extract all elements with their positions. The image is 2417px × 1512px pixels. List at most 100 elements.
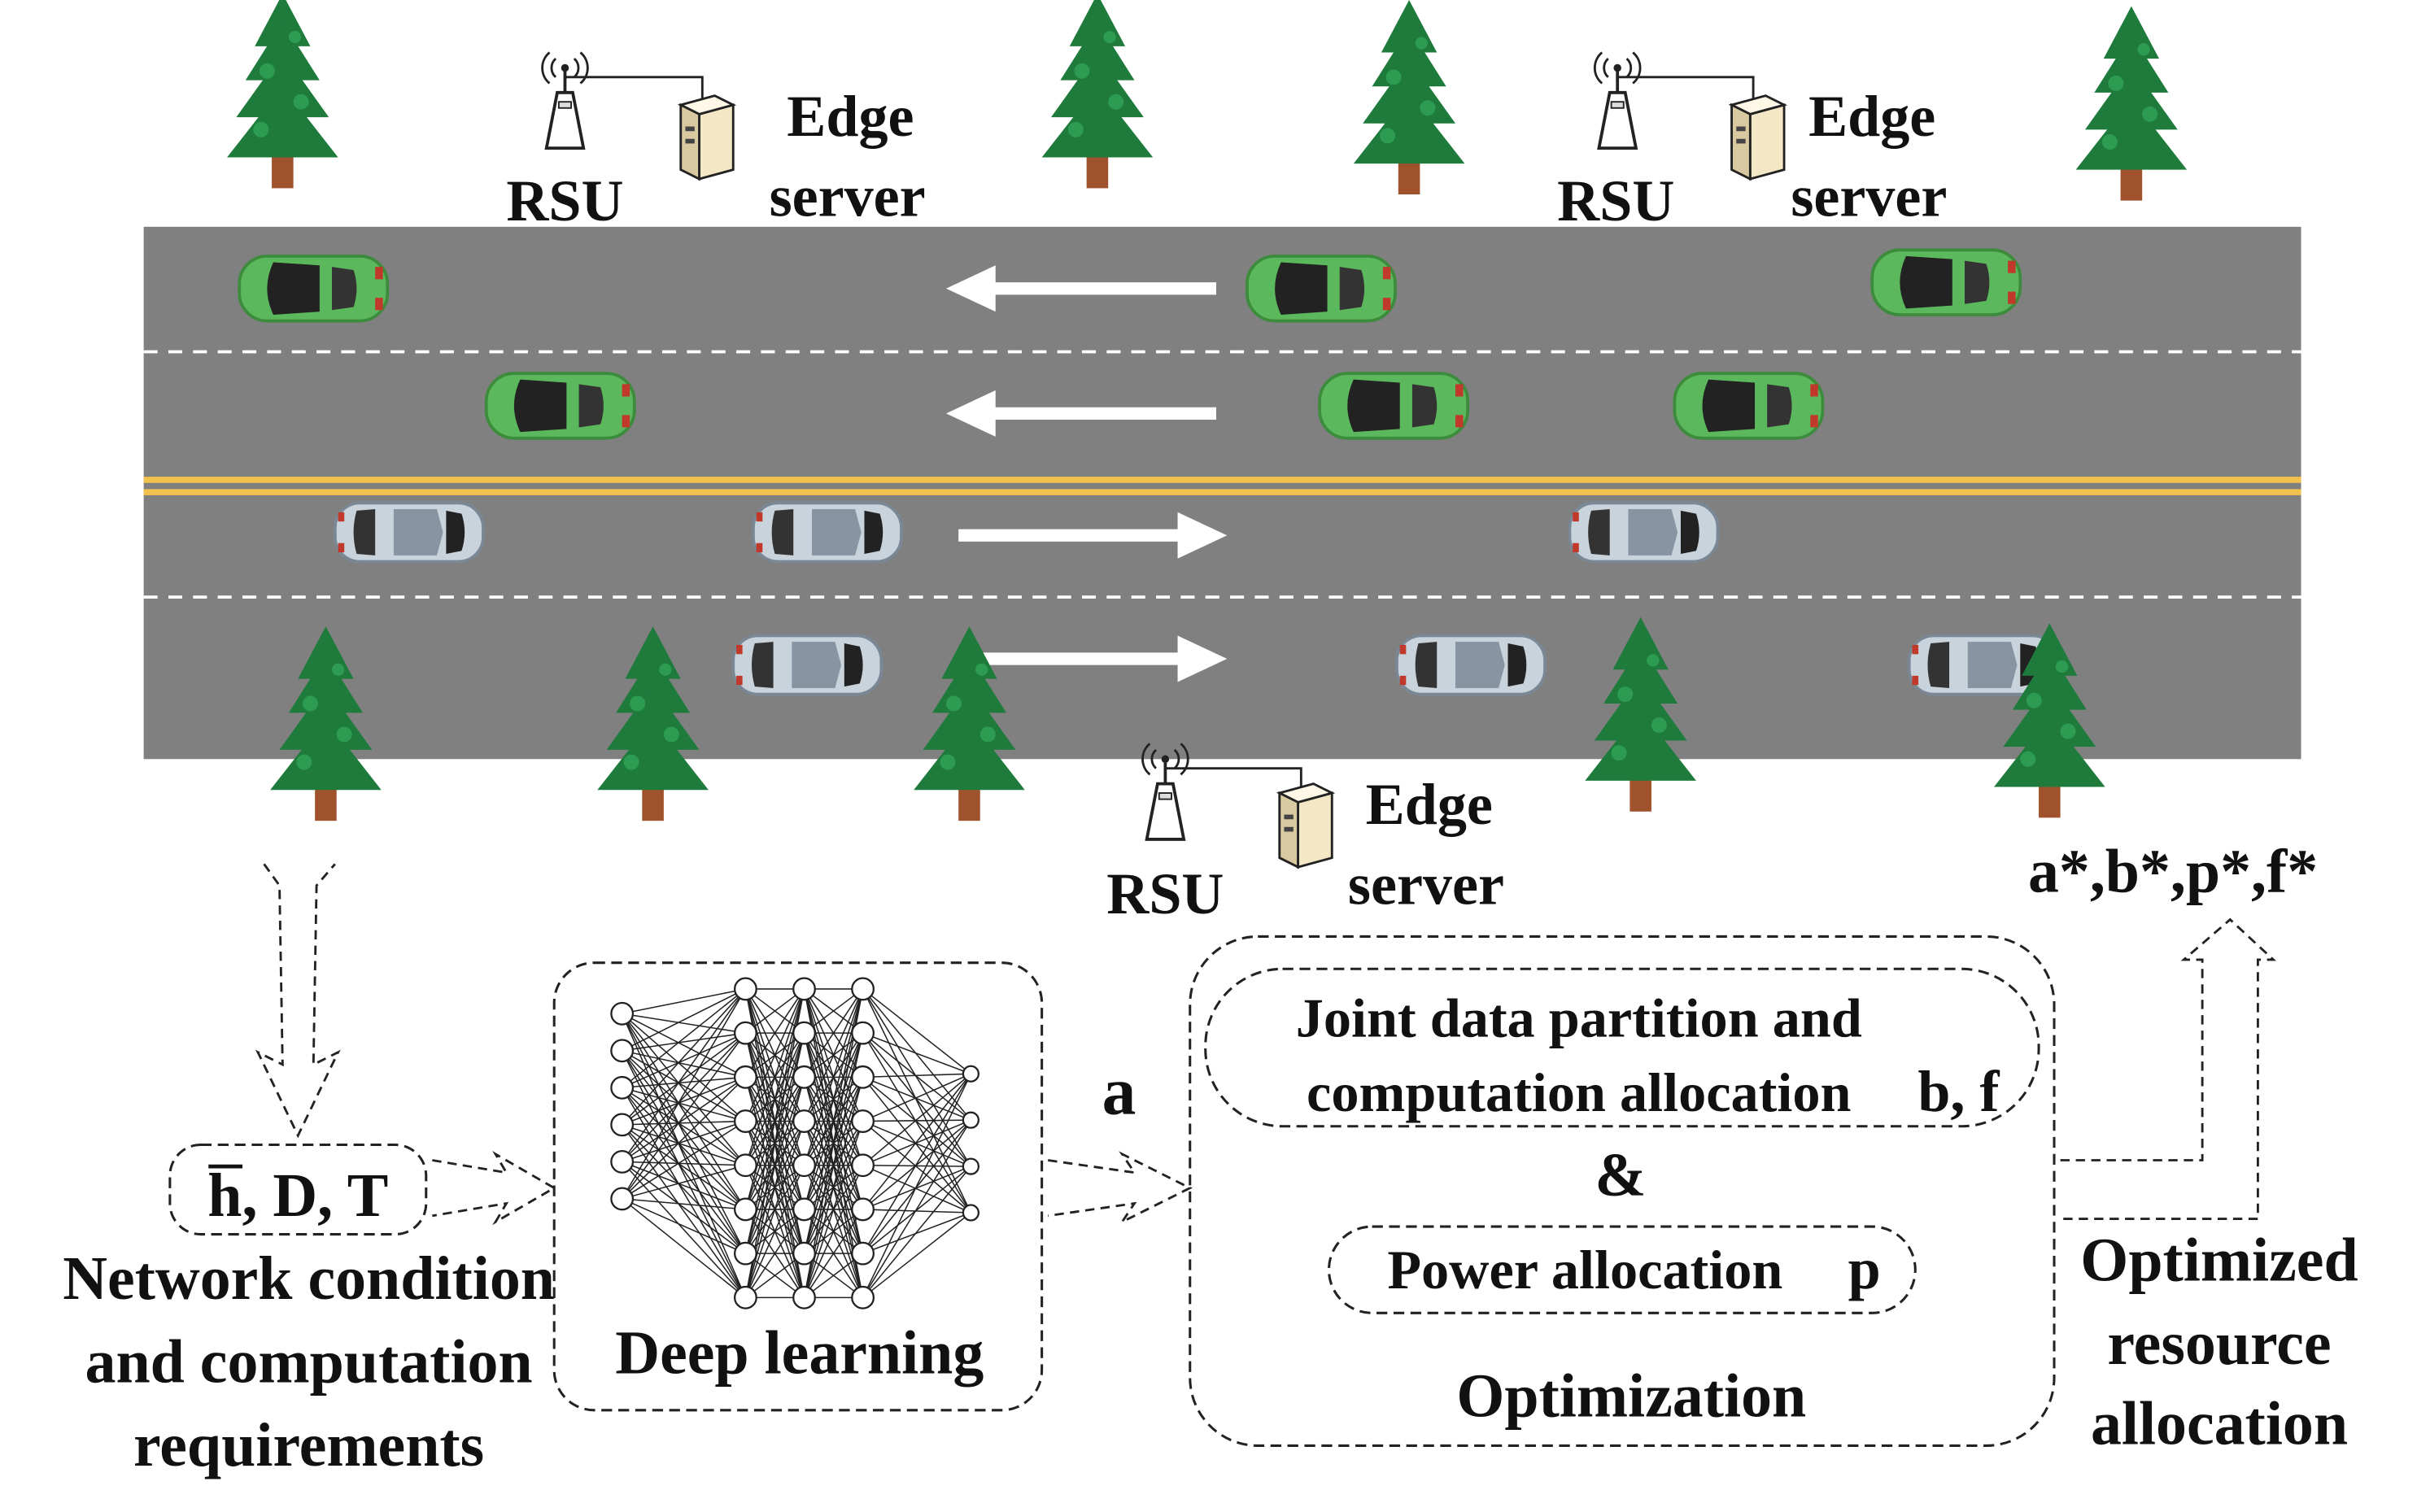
optimization-box: Joint data partition and computation all… [1189, 935, 2056, 1447]
nn-connection [622, 1032, 746, 1089]
result-caption-line2: resource [2107, 1309, 2331, 1378]
nn-node [851, 1285, 875, 1309]
nn-connection [744, 988, 805, 1210]
edge-server-icon [1730, 94, 1786, 181]
nn-connection [744, 988, 805, 1298]
nn-connection [622, 1013, 746, 1078]
right-arrow-icon [958, 512, 1228, 559]
nn-connection [622, 1032, 747, 1200]
nn-connection [622, 1087, 746, 1122]
nn-connection [622, 988, 746, 1088]
rsu-unit-1: RSU Edge server [506, 50, 926, 233]
rsu-label: RSU [506, 168, 623, 233]
right-arrow-icon [958, 635, 1228, 682]
nn-node [610, 1113, 635, 1137]
nn-connection [862, 1166, 971, 1210]
nn-connection [862, 1212, 971, 1298]
nn-connection [622, 1124, 746, 1166]
nn-connection [622, 1161, 746, 1166]
optimization-caption: Optimization [1456, 1362, 1806, 1430]
nn-node [792, 1241, 816, 1266]
nn-connection [744, 988, 805, 1078]
nn-connection [862, 1120, 971, 1167]
nn-connection [862, 1076, 971, 1214]
input-box: h, D, T [168, 1144, 428, 1236]
nn-connection [803, 988, 864, 1166]
nn-connection [622, 1124, 746, 1210]
nn-connection [622, 1198, 746, 1210]
nn-node [962, 1157, 979, 1175]
nn-node [851, 1153, 875, 1178]
nn-node [851, 1065, 875, 1089]
nn-node [734, 1241, 757, 1266]
nn-connection [622, 1013, 746, 1034]
nn-node [610, 1149, 635, 1174]
nn-connection [622, 988, 747, 1200]
nn-connection [803, 988, 864, 1298]
nn-connection [622, 1013, 747, 1210]
silver-car [752, 501, 903, 564]
nn-node [734, 1065, 757, 1089]
nn-node [610, 1075, 635, 1100]
nn-connection [862, 1166, 971, 1298]
nn-connection [862, 1073, 971, 1078]
tree-icon [1353, 0, 1465, 195]
rsu-label: RSU [1106, 861, 1224, 926]
silver-car [333, 501, 485, 564]
nn-connection [744, 1209, 805, 1298]
edge-server-label-line2: server [1348, 852, 1504, 917]
nn-connection [862, 1073, 971, 1122]
nn-connection [862, 1212, 971, 1254]
nn-connection [622, 1164, 746, 1200]
nn-connection [862, 1073, 971, 1210]
road [143, 226, 2301, 760]
left-arrow-icon [946, 265, 1216, 312]
nn-connection [622, 988, 746, 1052]
silver-car [1568, 501, 1720, 564]
nn-connection [622, 1076, 746, 1126]
opt-to-result-arrow [2060, 917, 2277, 1221]
nn-connection [804, 1253, 864, 1298]
joint-vars: b, f [1917, 1059, 2000, 1124]
nn-connection [622, 988, 747, 1162]
tree-icon [1041, 0, 1154, 189]
green-car [1870, 248, 2022, 316]
edge-server-icon [679, 94, 735, 181]
green-car [484, 372, 636, 440]
nn-node [792, 1285, 816, 1309]
nn-node [851, 977, 875, 1001]
nn-connection [744, 1077, 805, 1298]
nn-connection [621, 1013, 747, 1298]
deep-learning-box: Deep learning [552, 961, 1044, 1412]
nn-connection [622, 988, 746, 1126]
nn-connection [862, 1032, 971, 1167]
nn-connection [622, 1087, 746, 1210]
nn-node [734, 1285, 757, 1309]
nn-node [851, 1109, 875, 1133]
nn-node [734, 977, 757, 1001]
dl-to-opt-arrow [1048, 1151, 1193, 1226]
nn-connection [622, 1124, 747, 1298]
nn-node [734, 1153, 757, 1178]
nn-connection [622, 1161, 746, 1298]
nn-connection [622, 1032, 746, 1162]
nn-connection [622, 1050, 746, 1166]
result-caption-line3: allocation [2091, 1390, 2348, 1458]
edge-server-label-line2: server [770, 164, 926, 229]
green-car [1673, 372, 1825, 440]
nn-connection [622, 1087, 746, 1166]
green-car [1246, 254, 1397, 323]
rsu-unit-3: RSU Edge server [1106, 742, 1504, 926]
rsu-unit-2: RSU Edge server [1557, 50, 1947, 233]
nn-connection [744, 988, 805, 1122]
power-label: Power allocation [1387, 1239, 1782, 1301]
ampersand: & [1595, 1141, 1646, 1209]
edge-server-label-line1: Edge [1808, 84, 1935, 149]
input-caption-line2: and computation [85, 1328, 533, 1397]
nn-node [792, 1021, 816, 1045]
nn-connection [862, 988, 971, 1074]
nn-connection [862, 1073, 972, 1254]
rsu-label: RSU [1557, 168, 1674, 233]
nn-node [792, 1109, 816, 1133]
nn-connection [862, 988, 971, 1121]
